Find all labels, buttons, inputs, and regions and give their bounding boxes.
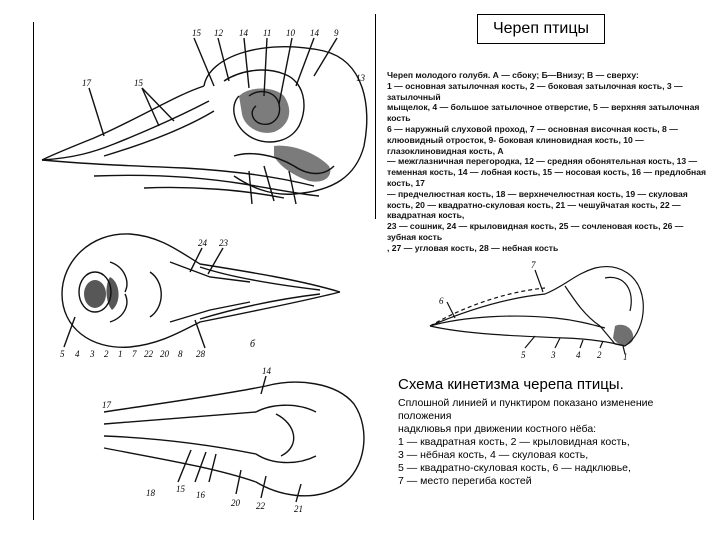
scheme-title: Схема кинетизма черепа птицы. xyxy=(398,376,624,393)
skull-side-view: 15 12 14 11 10 14 9 17 15 13 xyxy=(41,28,368,205)
figure-b-label: 28 xyxy=(196,349,206,359)
scheme-figure-label: 3 xyxy=(550,350,556,360)
legend-line: Череп молодого голубя. А — сбоку; Б—Вниз… xyxy=(387,70,639,80)
figure-b-letter: б xyxy=(250,339,256,350)
skull-dorsal-view: 14 17 18 15 16 20 22 21 xyxy=(102,366,365,514)
scheme-figure-label: 7 xyxy=(531,260,536,270)
figure-c-label: 17 xyxy=(102,400,112,410)
figure-b-label: 5 xyxy=(60,349,65,359)
scheme-line: 7 — место перегиба костей xyxy=(398,475,532,487)
figure-a-label: 11 xyxy=(263,28,271,38)
figure-c-label: 16 xyxy=(196,490,206,500)
scheme-description: Сплошной линией и пунктиром показано изм… xyxy=(398,397,698,488)
figure-b-label: 4 xyxy=(75,349,80,359)
figure-a-label: 12 xyxy=(214,28,224,38)
figure-frame-left-edge xyxy=(33,22,34,520)
figure-a-label: 10 xyxy=(286,28,296,38)
page-title: Череп птицы xyxy=(477,14,605,44)
legend-line: 1 — основная затылочная кость, 2 — боков… xyxy=(387,80,683,102)
scheme-line: Сплошной линией и пунктиром показано изм… xyxy=(398,397,654,422)
scheme-line: 5 — квадратно-скуловая кость, 6 — надклю… xyxy=(398,462,631,474)
figure-b-label: 7 xyxy=(132,349,137,359)
scheme-figure-label: 2 xyxy=(597,350,602,360)
figure-c-label: 18 xyxy=(146,488,156,498)
figure-a-label: 15 xyxy=(134,78,144,88)
figure-c-label: 15 xyxy=(176,484,186,494)
figure-c-label: 22 xyxy=(256,501,266,511)
figure-c-label: 21 xyxy=(294,504,303,514)
figure-b-label: 3 xyxy=(89,349,95,359)
legend-line: 23 — сошник, 24 — крыловидная кость, 25 … xyxy=(387,221,684,242)
figure-a-label: 15 xyxy=(192,28,202,38)
figure-c-label: 20 xyxy=(231,498,241,508)
figure-b-label: 20 xyxy=(160,349,170,359)
kinetism-scheme-figure: 7 6 5 3 4 2 1 xyxy=(429,260,644,361)
scheme-figure-label: 1 xyxy=(623,352,628,361)
legend-line: — межглазничная перегородка, 12 — средня… xyxy=(387,156,707,188)
figure-b-label: 2 xyxy=(104,349,109,359)
scheme-line: 3 — нёбная кость, 4 — скуловая кость, xyxy=(398,449,589,461)
figure-b-label: 23 xyxy=(219,238,229,248)
scheme-line: надклювья при движении костного нёба: xyxy=(398,423,597,435)
scheme-figure-label: 5 xyxy=(521,350,526,360)
figure-b-label: 24 xyxy=(198,238,208,248)
figure-frame-divider xyxy=(375,14,376,219)
legend-line: , 27 — угловая кость, 28 — небная кость xyxy=(387,242,559,253)
figure-a-label: 13 xyxy=(356,73,366,83)
scheme-figure-label: 6 xyxy=(439,296,444,306)
figure-b-label: 22 xyxy=(144,349,154,359)
legend-line: 6 — наружный слуховой проход, 7 — основн… xyxy=(387,123,678,156)
figure-a-label: 9 xyxy=(334,28,339,38)
figure-a-label: 14 xyxy=(239,28,249,38)
scheme-figure-label: 4 xyxy=(576,350,581,360)
figure-legend: Череп молодого голубя. А — сбоку; Б—Вниз… xyxy=(387,70,707,253)
legend-line: мыщелок, 4 — большое затылочное отверсти… xyxy=(387,102,700,124)
figure-c-label: 14 xyxy=(262,366,272,376)
figure-b-label: 1 xyxy=(118,349,123,359)
skull-ventral-view: 24 23 5 4 3 2 1 7 22 20 8 28 б xyxy=(60,233,341,359)
figure-b-label: 8 xyxy=(178,349,183,359)
figure-a-label: 17 xyxy=(82,78,92,88)
figure-a-label: 14 xyxy=(310,28,320,38)
legend-line: — предчелюстная кость, 18 — верхнечелюст… xyxy=(387,188,688,221)
scheme-line: 1 — квадратная кость, 2 — крыловидная ко… xyxy=(398,436,630,448)
